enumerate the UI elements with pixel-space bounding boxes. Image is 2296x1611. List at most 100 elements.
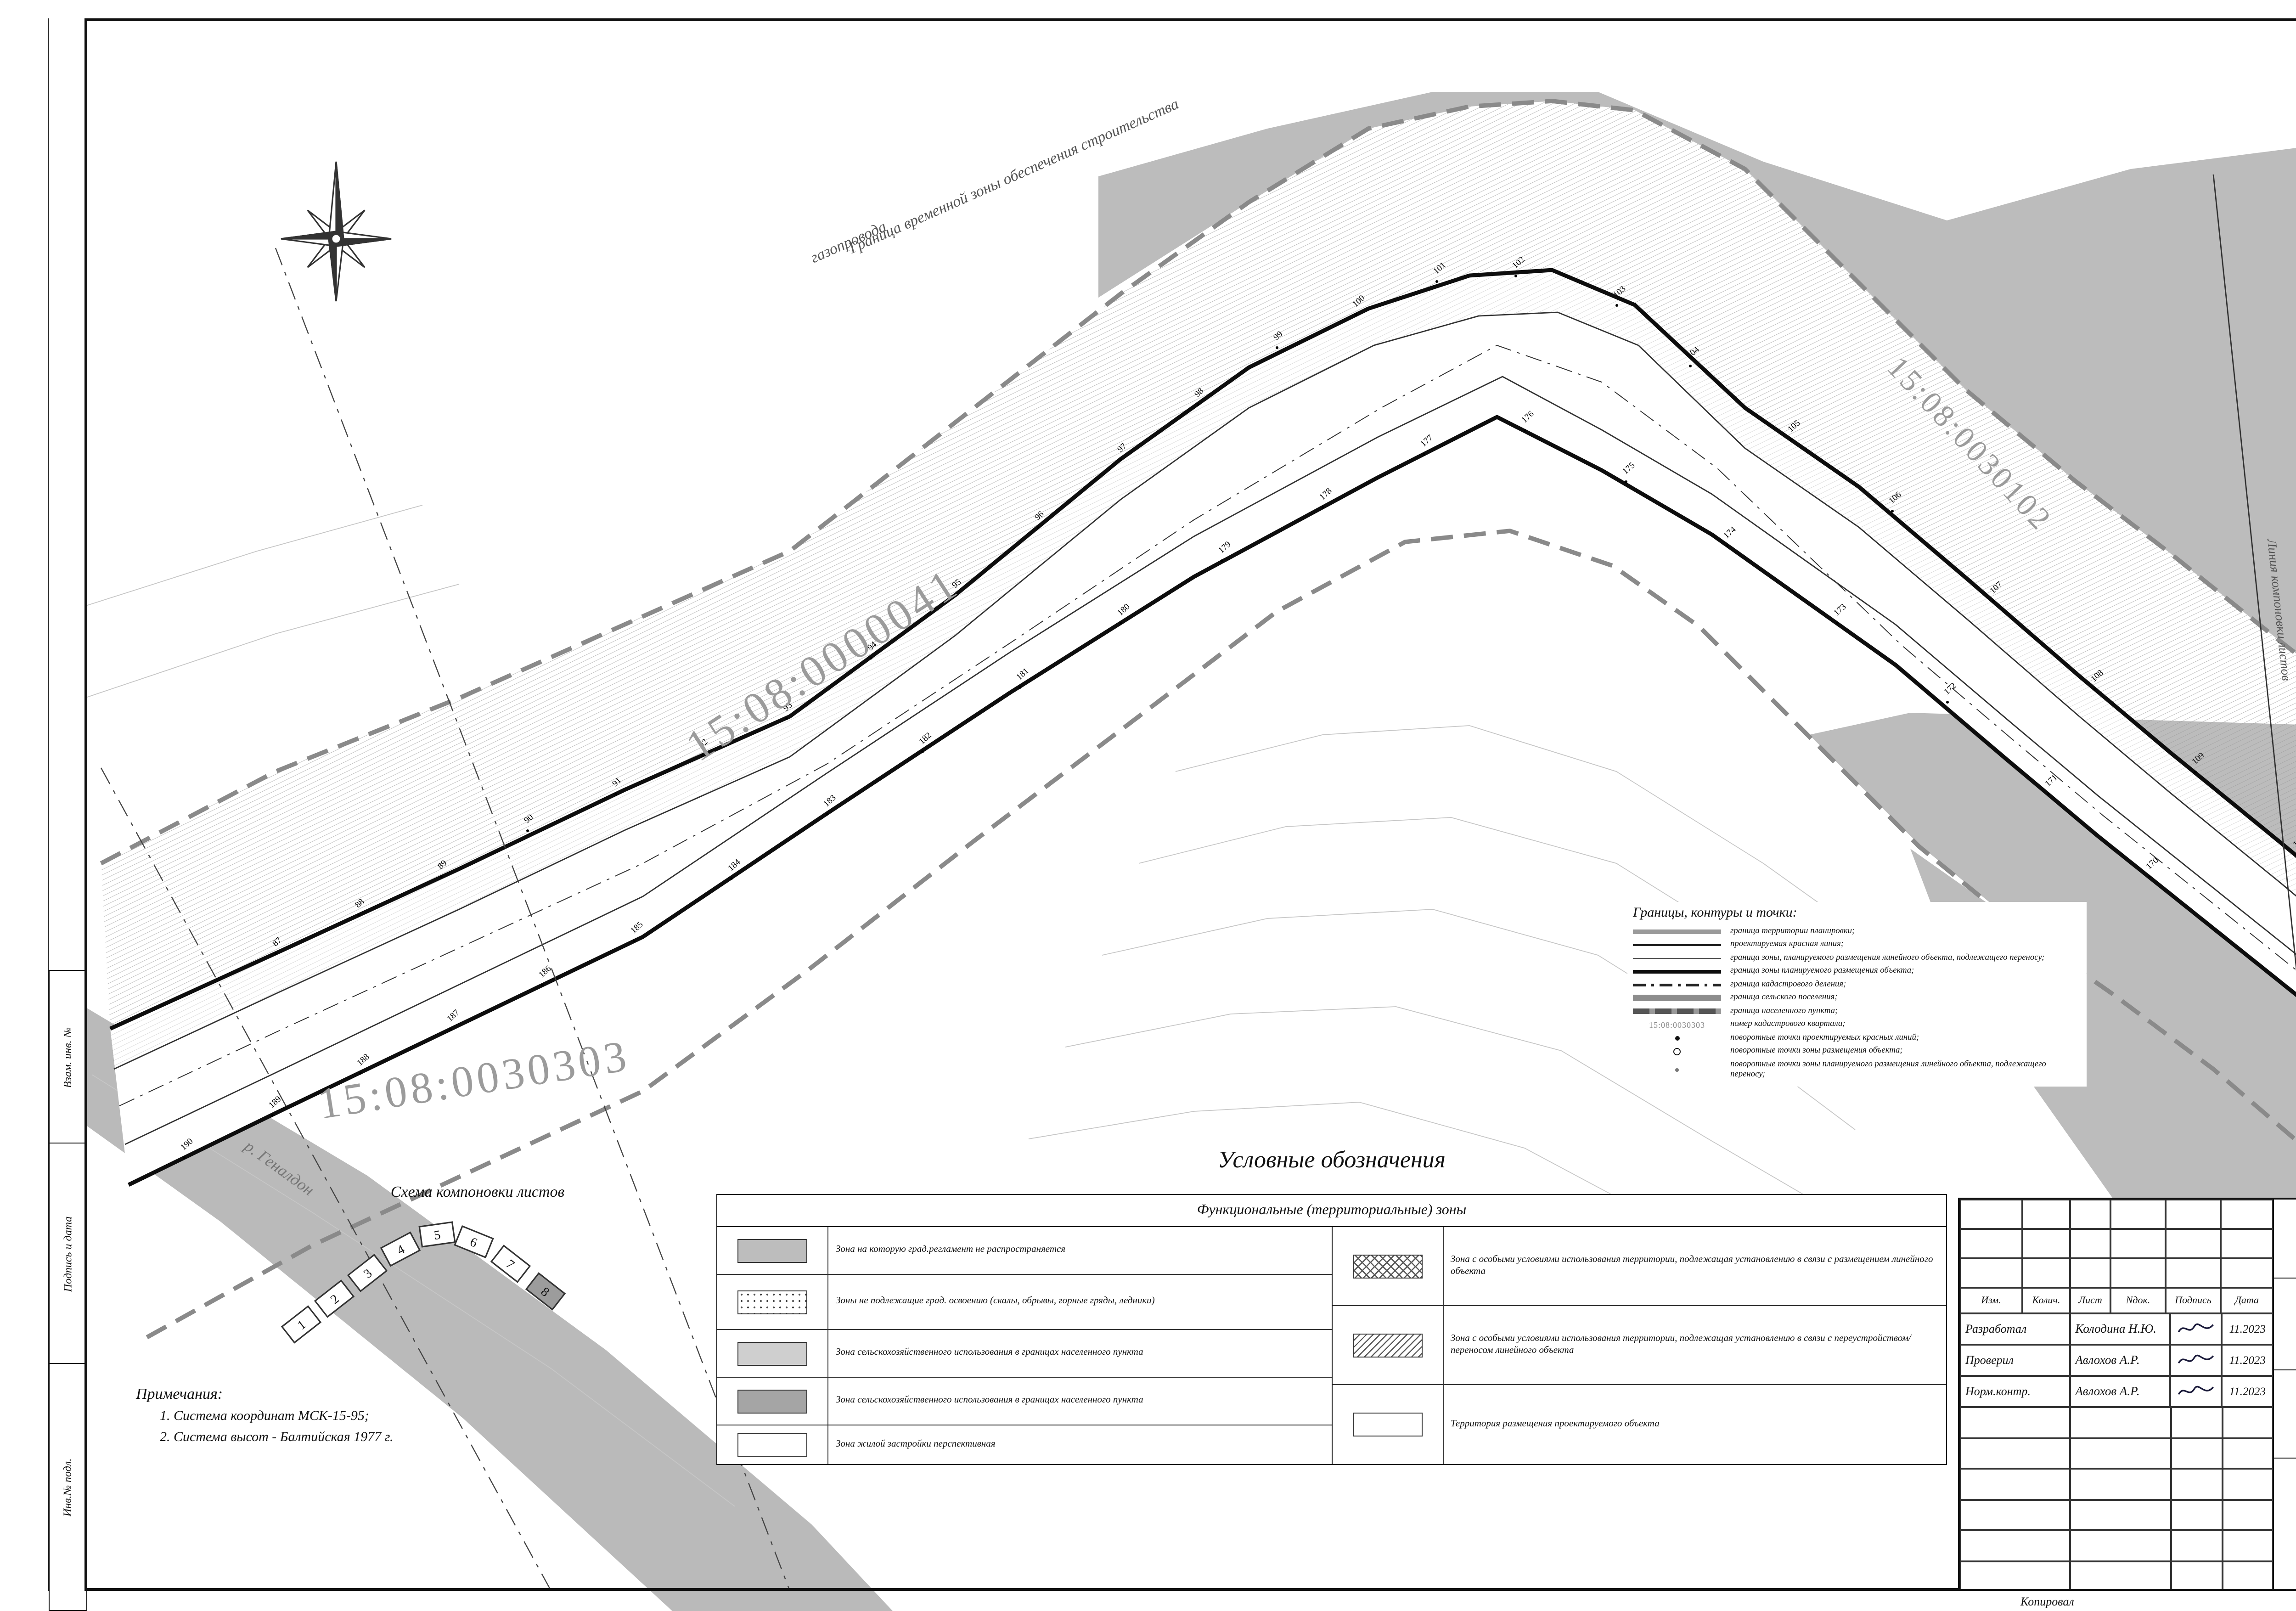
person-signature	[2170, 1345, 2222, 1376]
map-point-marker	[274, 952, 277, 955]
empty-cell	[2171, 1469, 2223, 1500]
zone-swatch	[1352, 1413, 1422, 1436]
map-point-marker	[1119, 458, 1122, 461]
map-text-label: газопровода	[808, 217, 889, 267]
titleblock-person-row: Норм.контр.Авлохов А.Р.11.2023	[1960, 1376, 2273, 1407]
person-role: Разработал	[1960, 1313, 2070, 1345]
person-signature	[2170, 1313, 2222, 1345]
map-point-marker	[921, 750, 923, 753]
person-date: 11.2023	[2222, 1345, 2273, 1376]
gray-zone-upper	[1098, 92, 2296, 653]
map-point-label: 95	[951, 578, 964, 591]
scheme-sheet: 7	[490, 1245, 531, 1283]
map-point-marker	[1422, 452, 1425, 455]
zone-label: Зона сельскохозяйственного использования…	[836, 1347, 1143, 1358]
map-point-label: 105	[1786, 419, 1803, 434]
map-point-label: 185	[629, 920, 646, 936]
map-point-marker	[1624, 480, 1627, 483]
rev-grid-cell	[2110, 1229, 2166, 1258]
scheme-sheet: 5	[418, 1221, 456, 1248]
zone-swatch-cell	[717, 1227, 828, 1274]
map-point-marker	[1946, 700, 1948, 703]
map-point-label: 104	[1685, 345, 1702, 361]
scheme-sheet: 2	[314, 1279, 355, 1318]
zone-swatch	[737, 1389, 807, 1413]
map-point-marker	[954, 594, 957, 597]
legend-item: граница сельского поселения;	[1633, 993, 2081, 1004]
zone-row: Зона сельскохозяйственного использования…	[717, 1378, 1331, 1425]
map-point-marker	[1435, 280, 1438, 282]
map-point-label: 176	[1520, 410, 1536, 425]
person-role: Проверил	[1960, 1345, 2070, 1376]
legend-label: граница кадастрового деления;	[1730, 980, 1846, 989]
map-text-label: Граница временной зоны обеспечения строи…	[846, 95, 1182, 257]
map-text-label: Линия компоновки листов	[2263, 538, 2293, 682]
map-point-label: 189	[267, 1095, 284, 1110]
zone-swatch	[737, 1290, 807, 1314]
empty-cell	[2223, 1469, 2273, 1500]
rev-grid-cell	[2166, 1200, 2221, 1229]
map-point-label: 184	[726, 858, 743, 873]
map-point-label: 90	[523, 813, 536, 826]
empty-cell	[2171, 1530, 2223, 1561]
scheme-sheet: 6	[454, 1225, 494, 1258]
map-point-marker	[182, 1156, 185, 1159]
legend-label: проектируемая красная линия;	[1730, 940, 1844, 949]
map-point-marker	[1891, 509, 1893, 512]
zone-swatch-cell	[1332, 1306, 1443, 1384]
stamp-column-label: Инв.№ подл.	[61, 1458, 74, 1516]
revision-grid	[1960, 1200, 2273, 1288]
empty-cell	[1960, 1469, 2070, 1500]
map-point-label: 180	[1116, 603, 1132, 618]
zone-swatch	[1352, 1333, 1422, 1357]
map-point-label: 107	[1988, 580, 2005, 596]
person-name: Колодина Н.Ю.	[2070, 1313, 2171, 1345]
map-point-label: 181	[1015, 667, 1031, 682]
rev-grid-cell	[1960, 1200, 2022, 1229]
map-point-marker	[1790, 438, 1792, 440]
map-point-label: 172	[1942, 682, 1959, 697]
legend-label: поворотные точки зоны размещения объекта…	[1730, 1046, 1903, 1056]
empty-cell	[2223, 1561, 2273, 1589]
stamp-column-label: Взам. инв. №	[61, 1026, 74, 1088]
map-point-marker	[2047, 792, 2049, 795]
empty-cell	[1960, 1499, 2070, 1531]
notes-title: Примечания:	[136, 1385, 223, 1403]
map-point-label: 96	[1033, 510, 1047, 523]
map-point-label: 186	[537, 964, 554, 980]
map-point-label: 92	[697, 738, 710, 750]
zones-column: Зона на которую град.регламент не распро…	[717, 1227, 1331, 1464]
scheme-sheet: 1	[281, 1305, 322, 1344]
person-date: 11.2023	[2222, 1376, 2273, 1407]
stamp-column-cell: Взам. инв. №	[49, 970, 87, 1144]
empty-cell	[2070, 1499, 2171, 1531]
rev-grid-cell	[1960, 1258, 2022, 1288]
signature-scribble	[2178, 1354, 2214, 1364]
rev-header-cell: Подпись	[2166, 1288, 2221, 1313]
rev-grid-cell	[2070, 1200, 2110, 1229]
rev-header-cell: Колич.	[2022, 1288, 2070, 1313]
legend-symbol	[1633, 969, 1721, 974]
map-point-label: 190	[179, 1137, 196, 1153]
empty-cell	[1960, 1530, 2070, 1561]
zone-swatch-cell	[717, 1275, 828, 1329]
zone-label: Зона на которую град.регламент не распро…	[836, 1245, 1066, 1255]
signature-scribble	[2178, 1386, 2214, 1395]
rev-grid-cell	[2221, 1200, 2273, 1229]
scheme-title: Схема компоновки листов	[390, 1183, 565, 1200]
lines-legend-title: Границы, контуры и точки:	[1633, 906, 1797, 920]
map-point-label: 88	[354, 897, 367, 910]
legend-label: граница территории планировки;	[1730, 927, 1855, 936]
map-point-label: 98	[1193, 387, 1206, 400]
rev-header-cell: Изм.	[1960, 1288, 2022, 1313]
map-point-marker	[1321, 506, 1324, 508]
empty-cell	[2223, 1499, 2273, 1531]
rev-grid-cell	[2110, 1258, 2166, 1288]
